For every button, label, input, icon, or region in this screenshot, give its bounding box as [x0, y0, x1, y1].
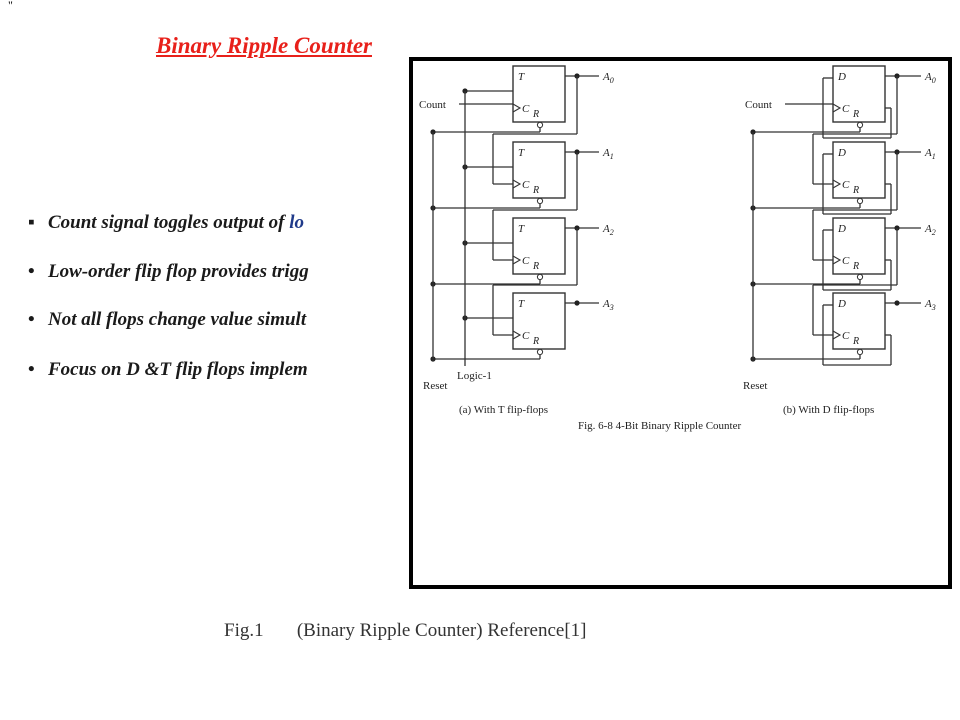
output-subscript: 3 [609, 303, 614, 312]
flip-flop-type-label: T [518, 147, 525, 159]
panel-caption: (a) With T flip-flops [459, 404, 548, 416]
bullet-text: Focus on D &T flip flops implem [48, 359, 308, 380]
reset-bubble [856, 273, 864, 281]
reset-bubble [536, 273, 544, 281]
junction-dot [574, 300, 580, 306]
flip-flop-box [512, 217, 566, 275]
reset-pin-label: R [852, 109, 859, 120]
output-subscript: 3 [931, 303, 936, 312]
clock-triangle [832, 179, 842, 189]
output-label: A3 [924, 298, 936, 312]
reset-bubble [536, 348, 544, 356]
clock-pin-label: C [842, 179, 850, 191]
flip-flop-box [832, 217, 886, 275]
flip-flop-box [512, 65, 566, 123]
output-label: A0 [602, 71, 614, 85]
reset-input-label: Reset [743, 380, 767, 392]
reset-bubble [536, 121, 544, 129]
output-label: A2 [602, 223, 614, 237]
bullet-text: Count signal toggles output of [48, 212, 290, 233]
flip-flop-type-label: T [518, 71, 525, 83]
clock-pin-label: C [842, 103, 850, 115]
bullet-item: • Not all flops change value simult [28, 309, 306, 331]
flip-flop-type-label: D [837, 298, 846, 310]
bullet-accent-text: lo [289, 212, 305, 233]
output-label: A1 [924, 147, 936, 161]
bullet-text: Not all flops change value simult [48, 309, 307, 330]
bullet-dot-icon: • [28, 359, 35, 380]
flip-flop-box [832, 65, 886, 123]
output-subscript: 1 [932, 152, 936, 161]
output-subscript: 0 [610, 76, 614, 85]
count-input-label: Count [419, 99, 446, 111]
flip-flop-type-label: D [837, 147, 846, 159]
bullet-dot-icon: • [28, 309, 35, 330]
flip-flop-box [512, 141, 566, 199]
output-label: A3 [602, 298, 614, 312]
reset-bubble [856, 348, 864, 356]
figure-title: Fig. 6-8 4-Bit Binary Ripple Counter [578, 420, 741, 432]
reset-pin-label: R [852, 261, 859, 272]
flip-flop-type-label: T [518, 298, 525, 310]
clock-triangle [832, 255, 842, 265]
output-label: A2 [924, 223, 936, 237]
clock-triangle [832, 103, 842, 113]
reset-bubble [856, 121, 864, 129]
flip-flop-box [832, 141, 886, 199]
output-label: A0 [924, 71, 936, 85]
reset-bubble [536, 197, 544, 205]
square-bullet-icon: ▪ [28, 212, 35, 233]
clock-triangle [832, 330, 842, 340]
count-input-label: Count [745, 99, 772, 111]
flip-flop-type-label: T [518, 223, 525, 235]
clock-pin-label: C [842, 255, 850, 267]
reset-bubble [856, 197, 864, 205]
reset-pin-label: R [532, 109, 539, 120]
bullet-item: • Focus on D &T flip flops implem [28, 359, 308, 381]
reset-pin-label: R [852, 336, 859, 347]
output-subscript: 2 [610, 228, 614, 237]
clock-pin-label: C [522, 179, 530, 191]
corner-mark: " [8, 0, 13, 12]
clock-pin-label: C [522, 103, 530, 115]
bullet-text: Low-order flip flop provides trigg [48, 261, 309, 282]
reset-input-label: Reset [423, 380, 447, 392]
reset-pin-label: R [532, 261, 539, 272]
output-subscript: 1 [610, 152, 614, 161]
bullet-dot-icon: • [28, 261, 35, 282]
slide-title: Binary Ripple Counter [156, 33, 372, 58]
flip-flop-box [512, 292, 566, 350]
clock-pin-label: C [522, 330, 530, 342]
clock-triangle [512, 179, 522, 189]
logic-one-label: Logic-1 [457, 370, 492, 382]
flip-flop-type-label: D [837, 71, 846, 83]
clock-pin-label: C [842, 330, 850, 342]
flip-flop-type-label: D [837, 223, 846, 235]
output-label: A1 [602, 147, 614, 161]
output-subscript: 2 [932, 228, 936, 237]
clock-pin-label: C [522, 255, 530, 267]
clock-triangle [512, 103, 522, 113]
bullet-item: • Low-order flip flop provides trigg [28, 261, 309, 283]
junction-dot [894, 300, 900, 306]
clock-triangle [512, 330, 522, 340]
reset-pin-label: R [532, 185, 539, 196]
flip-flop-box [832, 292, 886, 350]
reset-pin-label: R [532, 336, 539, 347]
bullet-item: ▪ Count signal toggles output of lo [28, 212, 304, 234]
output-subscript: 0 [932, 76, 936, 85]
figure-caption: Fig.1 (Binary Ripple Counter) Reference[… [224, 620, 587, 641]
clock-triangle [512, 255, 522, 265]
reset-pin-label: R [852, 185, 859, 196]
panel-caption: (b) With D flip-flops [783, 404, 874, 416]
